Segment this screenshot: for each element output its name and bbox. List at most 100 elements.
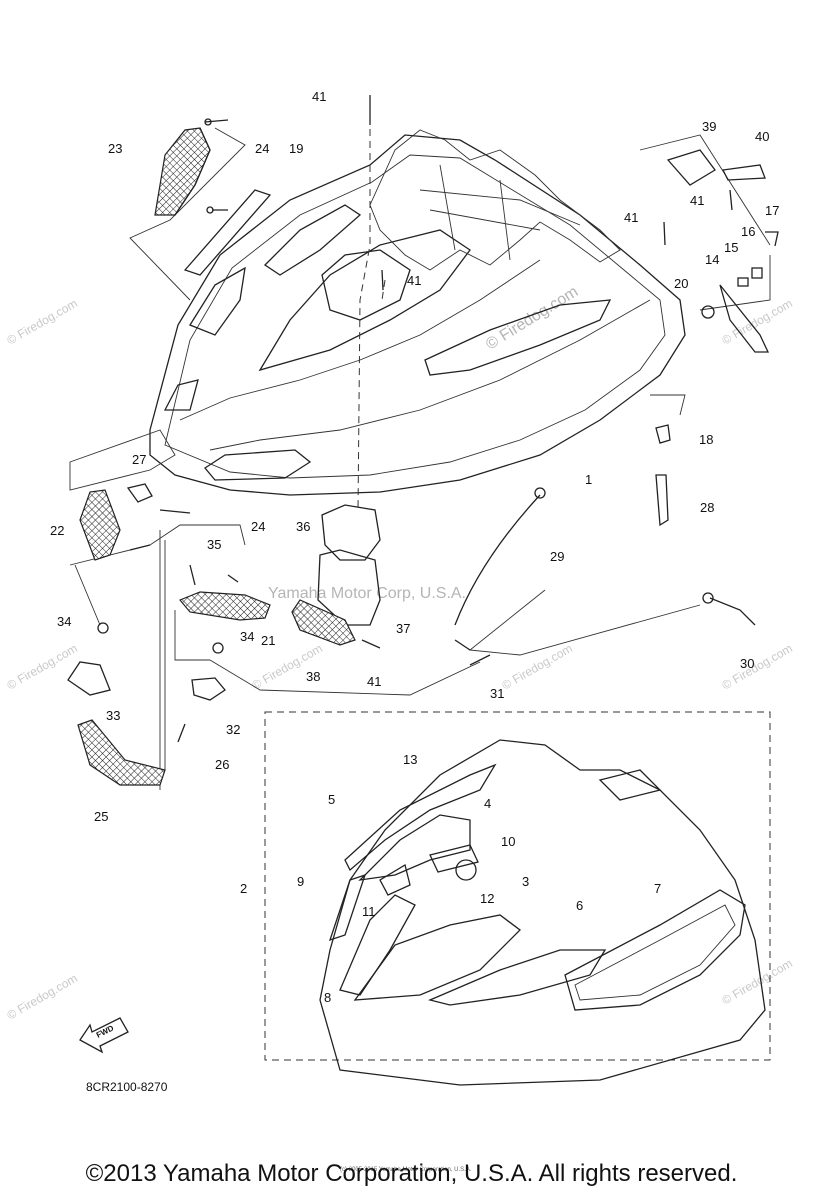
callout-24-mid: 24	[251, 519, 265, 534]
watermark-yamaha: Yamaha Motor Corp, U.S.A.	[268, 585, 466, 602]
leader-25	[159, 530, 166, 790]
part-27	[126, 483, 153, 503]
part-25-mesh	[77, 719, 166, 786]
hood-outline	[149, 134, 686, 496]
hood-frame-ribs	[419, 164, 581, 261]
part-21-mesh	[179, 591, 271, 621]
hood-crease	[209, 299, 651, 451]
callout-41-low: 41	[367, 674, 381, 689]
callout-29: 29	[550, 549, 564, 564]
watermark-firedog: © Firedog.com	[500, 641, 575, 693]
callout-14: 14	[705, 252, 719, 267]
part-33-bracket	[67, 661, 111, 696]
part-16-washer	[751, 267, 763, 279]
callout-31: 31	[490, 686, 504, 701]
callout-3: 3	[522, 874, 529, 889]
callout-16: 16	[741, 224, 755, 239]
part-41-rivet-right-2	[663, 221, 666, 246]
callout-18: 18	[699, 432, 713, 447]
decal-6	[427, 949, 607, 1006]
part-29-cable	[454, 494, 541, 626]
watermark-firedog: © Firedog.com	[5, 296, 80, 348]
callout-41-top: 41	[312, 89, 326, 104]
callout-41-mid: 41	[407, 273, 421, 288]
callout-15: 15	[724, 240, 738, 255]
part-24-screw	[159, 509, 191, 514]
callout-33: 33	[106, 708, 120, 723]
callout-19: 19	[289, 141, 303, 156]
part-19-strip	[183, 189, 272, 276]
hood-crease-2	[179, 259, 541, 421]
callout-36: 36	[296, 519, 310, 534]
leader-18	[650, 394, 686, 416]
leader-41-mid	[381, 279, 386, 301]
callout-30: 30	[740, 656, 754, 671]
part-40-strip	[722, 164, 766, 181]
decal-12	[455, 859, 477, 881]
decal-notch	[598, 769, 662, 801]
watermarks: © Firedog.com © Firedog.com © Firedog.co…	[5, 283, 795, 1022]
callout-25: 25	[94, 809, 108, 824]
hood-center-recess	[258, 229, 471, 372]
decal-9	[328, 873, 367, 942]
decal-base-outline	[319, 739, 766, 1086]
part-34-nut	[97, 622, 109, 634]
hood-side-vent-lower	[163, 379, 199, 411]
part-17-bolt	[765, 231, 779, 247]
callout-10: 10	[501, 834, 515, 849]
part-24-head	[204, 118, 212, 126]
callout-26: 26	[215, 757, 229, 772]
watermark-firedog-body: © Firedog.com	[483, 283, 581, 353]
watermark-firedog: © Firedog.com	[250, 641, 325, 693]
leader-23	[129, 127, 246, 301]
part-28-tie	[655, 474, 669, 527]
callout-24-top: 24	[255, 141, 269, 156]
leader-top-right	[639, 134, 771, 311]
callout-2: 2	[240, 881, 247, 896]
parts	[67, 95, 779, 786]
part-24-pins	[204, 119, 229, 211]
hood-vent-right	[424, 299, 612, 376]
watermark-firedog: © Firedog.com	[720, 641, 795, 693]
watermark-firedog: © Firedog.com	[5, 641, 80, 693]
hood-frame-structure	[369, 129, 621, 271]
callout-41-right-2: 41	[624, 210, 638, 225]
watermark-firedog: © Firedog.com	[5, 971, 80, 1023]
callout-38: 38	[306, 669, 320, 684]
hood-front-vent	[204, 449, 312, 481]
decal-8	[339, 894, 416, 996]
hood-vent-left	[263, 204, 362, 276]
callouts: 1 2 3 4 5 6 7 8 9 10 11 12 13 14 15 16 1…	[50, 89, 779, 1005]
part-23-mesh	[154, 127, 211, 216]
callout-22: 22	[50, 523, 64, 538]
part-36-duct	[321, 504, 381, 561]
callout-37: 37	[396, 621, 410, 636]
callout-35: 35	[207, 537, 221, 552]
callout-9: 9	[297, 874, 304, 889]
part-22-mesh	[79, 489, 121, 561]
callout-23: 23	[108, 141, 122, 156]
part-18-clip	[655, 424, 671, 444]
callout-4: 4	[484, 796, 491, 811]
decal-kit-box	[264, 711, 771, 1061]
decal-kit	[319, 739, 766, 1086]
callout-6: 6	[576, 898, 583, 913]
part-29-eyelet	[534, 487, 546, 499]
callout-39: 39	[702, 119, 716, 134]
leader-24	[69, 524, 246, 566]
copyright-notice: ©2013 Yamaha Motor Corporation, U.S.A. A…	[85, 1160, 738, 1187]
callout-40: 40	[755, 129, 769, 144]
decal-3	[353, 914, 521, 1001]
leader-32	[74, 564, 481, 696]
leader-29-30	[468, 589, 701, 656]
callout-12: 12	[480, 891, 494, 906]
decal-10	[429, 844, 479, 873]
callout-21: 21	[261, 633, 275, 648]
hood-scoop	[321, 249, 411, 321]
decal-13	[344, 763, 497, 872]
part-26-clip	[177, 723, 186, 743]
callout-34-left: 34	[57, 614, 71, 629]
decal-11	[379, 863, 411, 896]
callout-28: 28	[700, 500, 714, 515]
